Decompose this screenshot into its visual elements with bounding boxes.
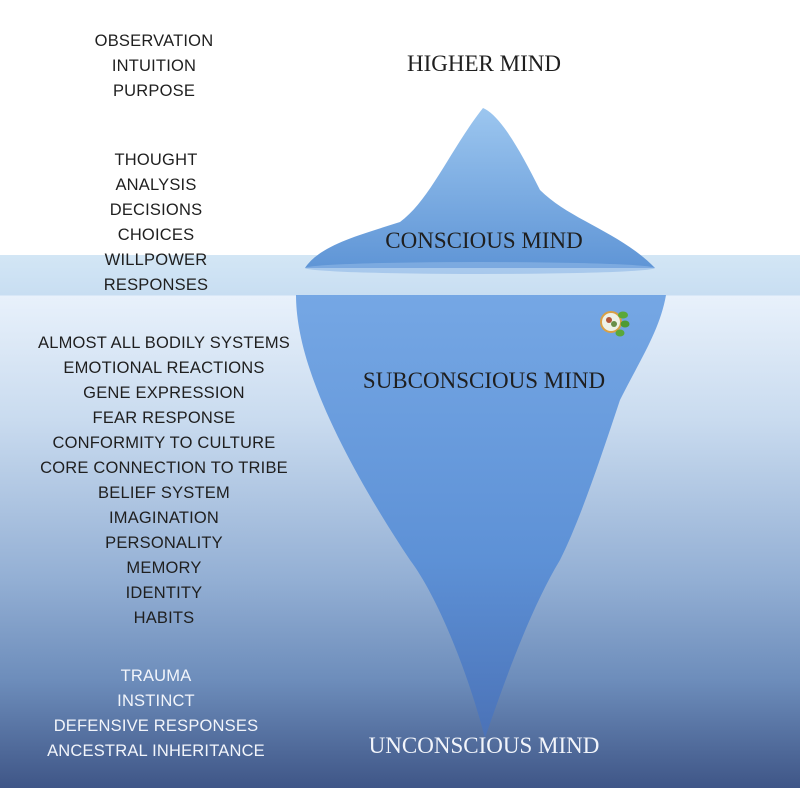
title-subconscious-mind: SUBCONSCIOUS MIND <box>362 368 606 393</box>
list-item: CHOICES <box>117 226 195 244</box>
title-unconscious-mind: UNCONSCIOUS MIND <box>368 733 600 758</box>
conscious-mind-list: THOUGHT ANALYSIS DECISIONS CHOICES WILLP… <box>56 148 256 298</box>
list-item: ANALYSIS <box>115 176 197 194</box>
list-item: THOUGHT <box>114 151 198 169</box>
list-item: DECISIONS <box>109 201 203 219</box>
iceberg-underwater <box>296 295 666 738</box>
list-item: HABITS <box>133 609 195 627</box>
subconscious-mind-list: ALMOST ALL BODILY SYSTEMS EMOTIONAL REAC… <box>14 331 314 631</box>
list-item: MEMORY <box>126 559 202 577</box>
list-item: PURPOSE <box>112 82 196 100</box>
list-item: CORE CONNECTION TO TRIBE <box>40 459 288 477</box>
list-item: IDENTITY <box>125 584 203 602</box>
list-item: FEAR RESPONSE <box>92 409 236 427</box>
unconscious-mind-list: TRAUMA INSTINCT DEFENSIVE RESPONSES ANCE… <box>6 664 306 764</box>
list-item: ALMOST ALL BODILY SYSTEMS <box>38 334 290 352</box>
list-item: DEFENSIVE RESPONSES <box>53 717 259 735</box>
title-higher-mind: HIGHER MIND <box>407 51 561 76</box>
list-item: INTUITION <box>111 57 197 75</box>
iceberg-tip <box>305 108 655 268</box>
list-item: GENE EXPRESSION <box>83 384 245 402</box>
list-item: ANCESTRAL INHERITANCE <box>47 742 265 760</box>
list-item: INSTINCT <box>117 692 195 710</box>
list-item: CONFORMITY TO CULTURE <box>52 434 276 452</box>
list-item: WILLPOWER <box>104 251 208 269</box>
list-item: TRAUMA <box>120 667 192 685</box>
list-item: OBSERVATION <box>94 32 214 50</box>
list-item: PERSONALITY <box>105 534 223 552</box>
list-item: EMOTIONAL REACTIONS <box>63 359 265 377</box>
energy-gardener-logo <box>600 311 630 337</box>
higher-mind-list: OBSERVATION INTUITION PURPOSE <box>54 29 254 104</box>
list-item: BELIEF SYSTEM <box>98 484 230 502</box>
title-conscious-mind: CONSCIOUS MIND <box>385 228 583 253</box>
list-item: IMAGINATION <box>108 509 220 527</box>
list-item: RESPONSES <box>103 276 209 294</box>
